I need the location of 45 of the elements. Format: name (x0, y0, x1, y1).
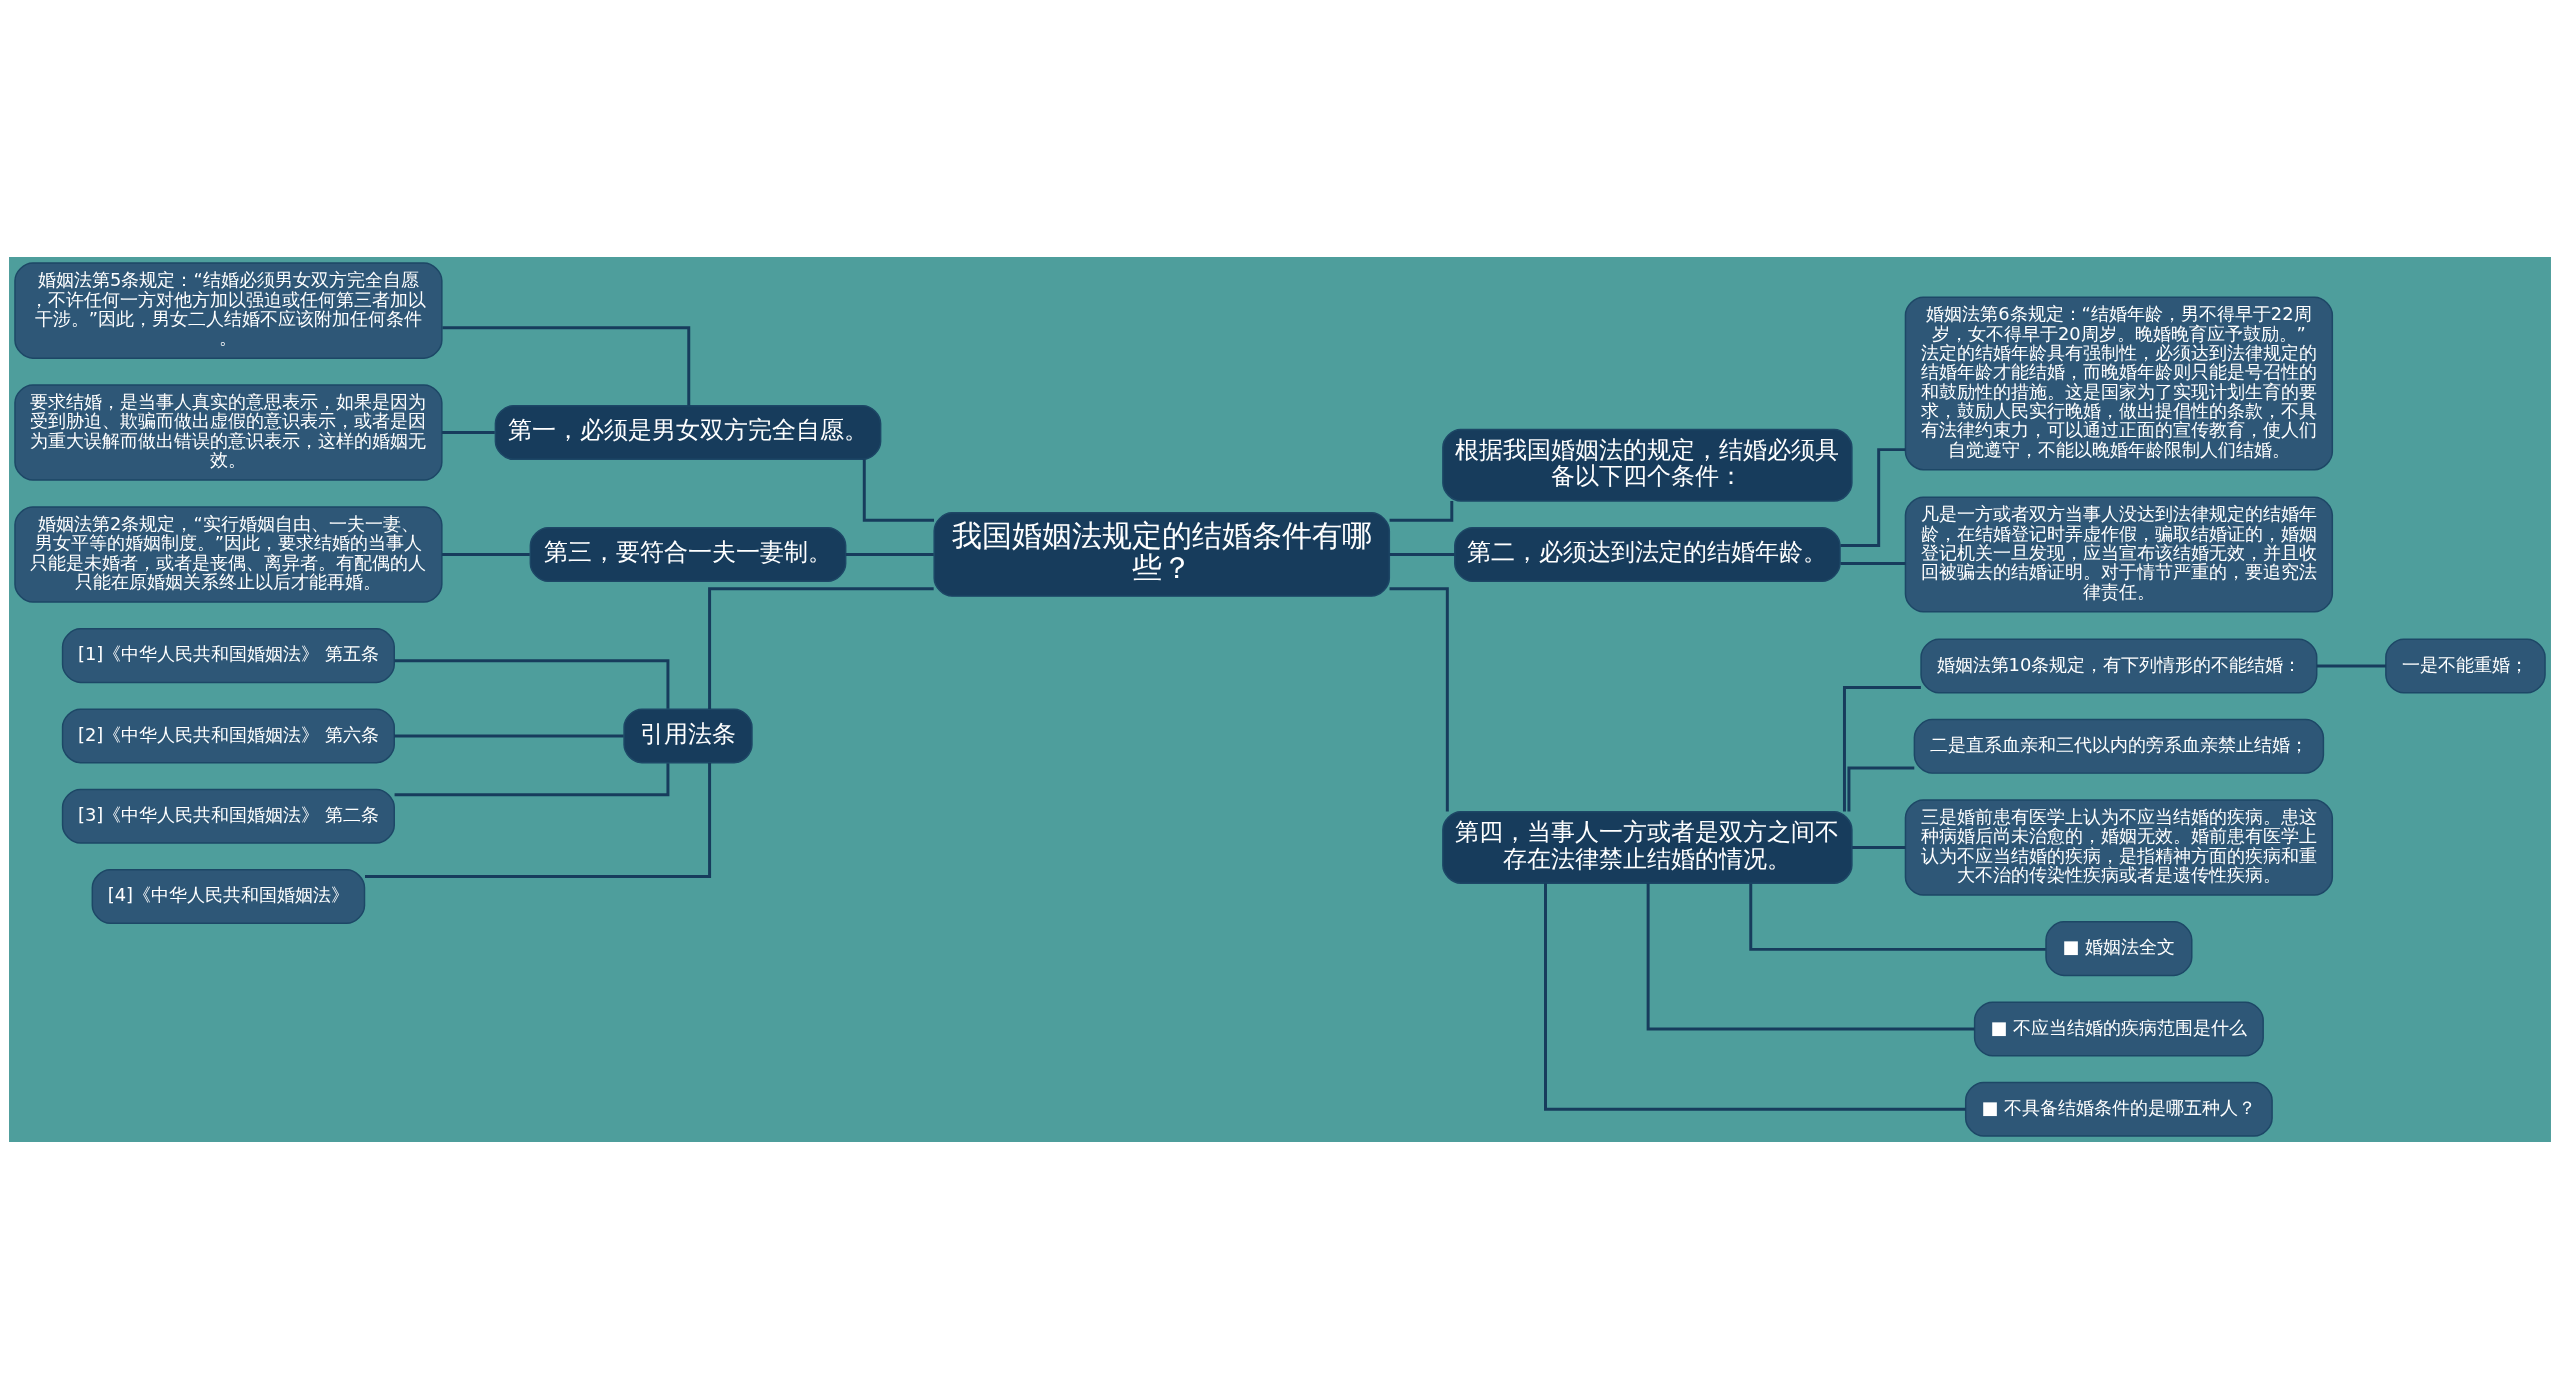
connector (394, 763, 670, 797)
connector (1847, 766, 1915, 812)
connector (394, 734, 624, 738)
node-box: 第一，必须是男女双方完全自愿。 (494, 405, 882, 461)
node-box: 一是不能重婚； (2385, 638, 2546, 694)
connector (862, 459, 934, 522)
node-box: [2]《中华人民共和国婚姻法》 第六条 (61, 708, 395, 764)
connector (1389, 587, 1449, 812)
node-box: 婚姻法第10条规定，有下列情形的不能结婚： (1920, 638, 2318, 694)
node-box: [1]《中华人民共和国婚姻法》 第五条 (61, 628, 395, 684)
node-box: 二是直系血亲和三代以内的旁系血亲禁止结婚； (1913, 718, 2325, 774)
connector (1646, 883, 1975, 1031)
node-box: 根据我国婚姻法的规定，结婚必须具备以下四个条件： (1442, 428, 1853, 502)
connector (365, 763, 712, 878)
connector (1840, 448, 1906, 548)
node-box: 我国婚姻法规定的结婚条件有哪些？ (933, 512, 1391, 597)
connector (1544, 883, 1966, 1111)
node-box: 婚姻法第5条规定：“结婚必须男女双方完全自愿，不许任何一方对他方加以强迫或任何第三者加以干涉。”因此，男女二人结婚不应该附加任何条件。 (14, 262, 443, 359)
node-box: 要求结婚，是当事人真实的意思表示，如果是因为受到胁迫、欺骗而做出虚假的意识表示，或者是因为重大误解而做出错误的意识表示，这样的婚姻无效。 (14, 384, 443, 481)
connector (708, 587, 934, 709)
node-box: 引用法条 (623, 708, 753, 764)
node-box: [3]《中华人民共和国婚姻法》 第二条 (61, 788, 395, 844)
connector (442, 431, 495, 434)
connector (1840, 561, 1906, 565)
connector (845, 553, 934, 556)
connector (442, 326, 691, 406)
connector (1389, 553, 1455, 556)
node-box: 第三，要符合一夫一妻制。 (529, 526, 847, 582)
connector (1389, 501, 1454, 522)
node-box: [4]《中华人民共和国婚姻法》 (91, 869, 366, 925)
connector (1852, 846, 1906, 849)
connector (1843, 686, 1921, 812)
connector (442, 553, 530, 556)
node-box: ■ 不应当结婚的疾病范围是什么 (1973, 1001, 2264, 1057)
node-box: 婚姻法第6条规定：“结婚年龄，男不得早于22周岁，女不得早于20周岁。晚婚晚育应予鼓励。”法定的结婚年龄具有强制性，必须达到法律规定的结婚年龄才能结婚，而晚婚年龄则只能是号召性的和鼓励性的措施。这是国家为了实现计划生育的要求，鼓励人民实行晚婚，做出提倡性的条款，不具有法律约束力，可以通过正面的宣传教育，使人们自觉遵守，不能以晚婚年龄限制人们结婚。 (1904, 296, 2334, 471)
node-box: 第四，当事人一方或者是双方之间不存在法律禁止结婚的情况。 (1442, 811, 1853, 884)
node-box: ■ 婚姻法全文 (2045, 921, 2193, 977)
node-box: 凡是一方或者双方当事人没达到法律规定的结婚年龄，在结婚登记时弄虚作假，骗取结婚证的，婚姻登记机关一旦发现，应当宣布该结婚无效，并且收回被骗去的结婚证明。对于情节严重的，要追究法律责任。 (1904, 496, 2334, 613)
node-box: 三是婚前患有医学上认为不应当结婚的疾病。患这种病婚后尚未治愈的，婚姻无效。婚前患有医学上认为不应当结婚的疾病，是指精神方面的疾病和重大不治的传染性疾病或者是遗传性疾病。 (1904, 799, 2334, 896)
connector (394, 659, 670, 709)
node-box: 第二，必须达到法定的结婚年龄。 (1454, 526, 1841, 582)
node-box: ■ 不具备结婚条件的是哪五种人？ (1964, 1081, 2273, 1137)
connector (2316, 664, 2386, 668)
node-box: 婚姻法第2条规定，“实行婚姻自由、一夫一妻、男女平等的婚姻制度。”因此，要求结婚的当事人只能是未婚者，或者是丧偶、离异者。有配偶的人只能在原婚姻关系终止以后才能再婚。 (14, 506, 443, 603)
connector (1749, 883, 2046, 951)
